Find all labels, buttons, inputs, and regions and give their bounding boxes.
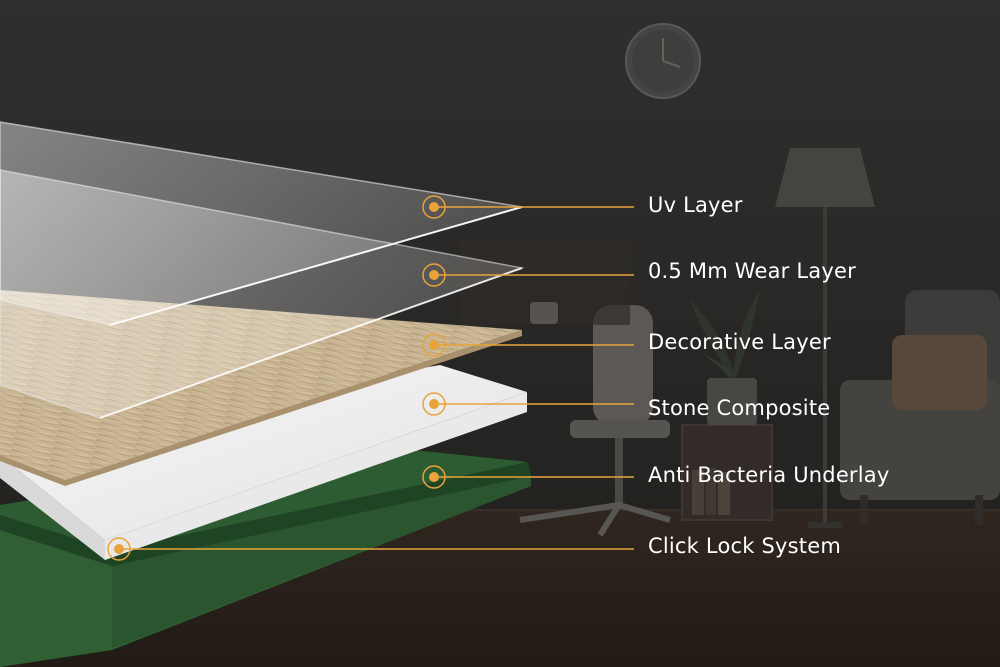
- marker-dot-icon: [429, 472, 439, 482]
- label-stone-composite: Stone Composite: [648, 395, 830, 421]
- marker-dot-icon: [114, 544, 124, 554]
- label-wear-layer: 0.5 Mm Wear Layer: [648, 258, 856, 284]
- label-uv-layer: Uv Layer: [648, 192, 743, 218]
- marker-dot-icon: [429, 399, 439, 409]
- marker-dot-icon: [429, 270, 439, 280]
- label-anti-bacteria-underlay: Anti Bacteria Underlay: [648, 462, 890, 488]
- label-decorative-layer: Decorative Layer: [648, 329, 831, 355]
- marker-dot-icon: [429, 340, 439, 350]
- label-click-lock-system: Click Lock System: [648, 533, 841, 559]
- marker-dot-icon: [429, 202, 439, 212]
